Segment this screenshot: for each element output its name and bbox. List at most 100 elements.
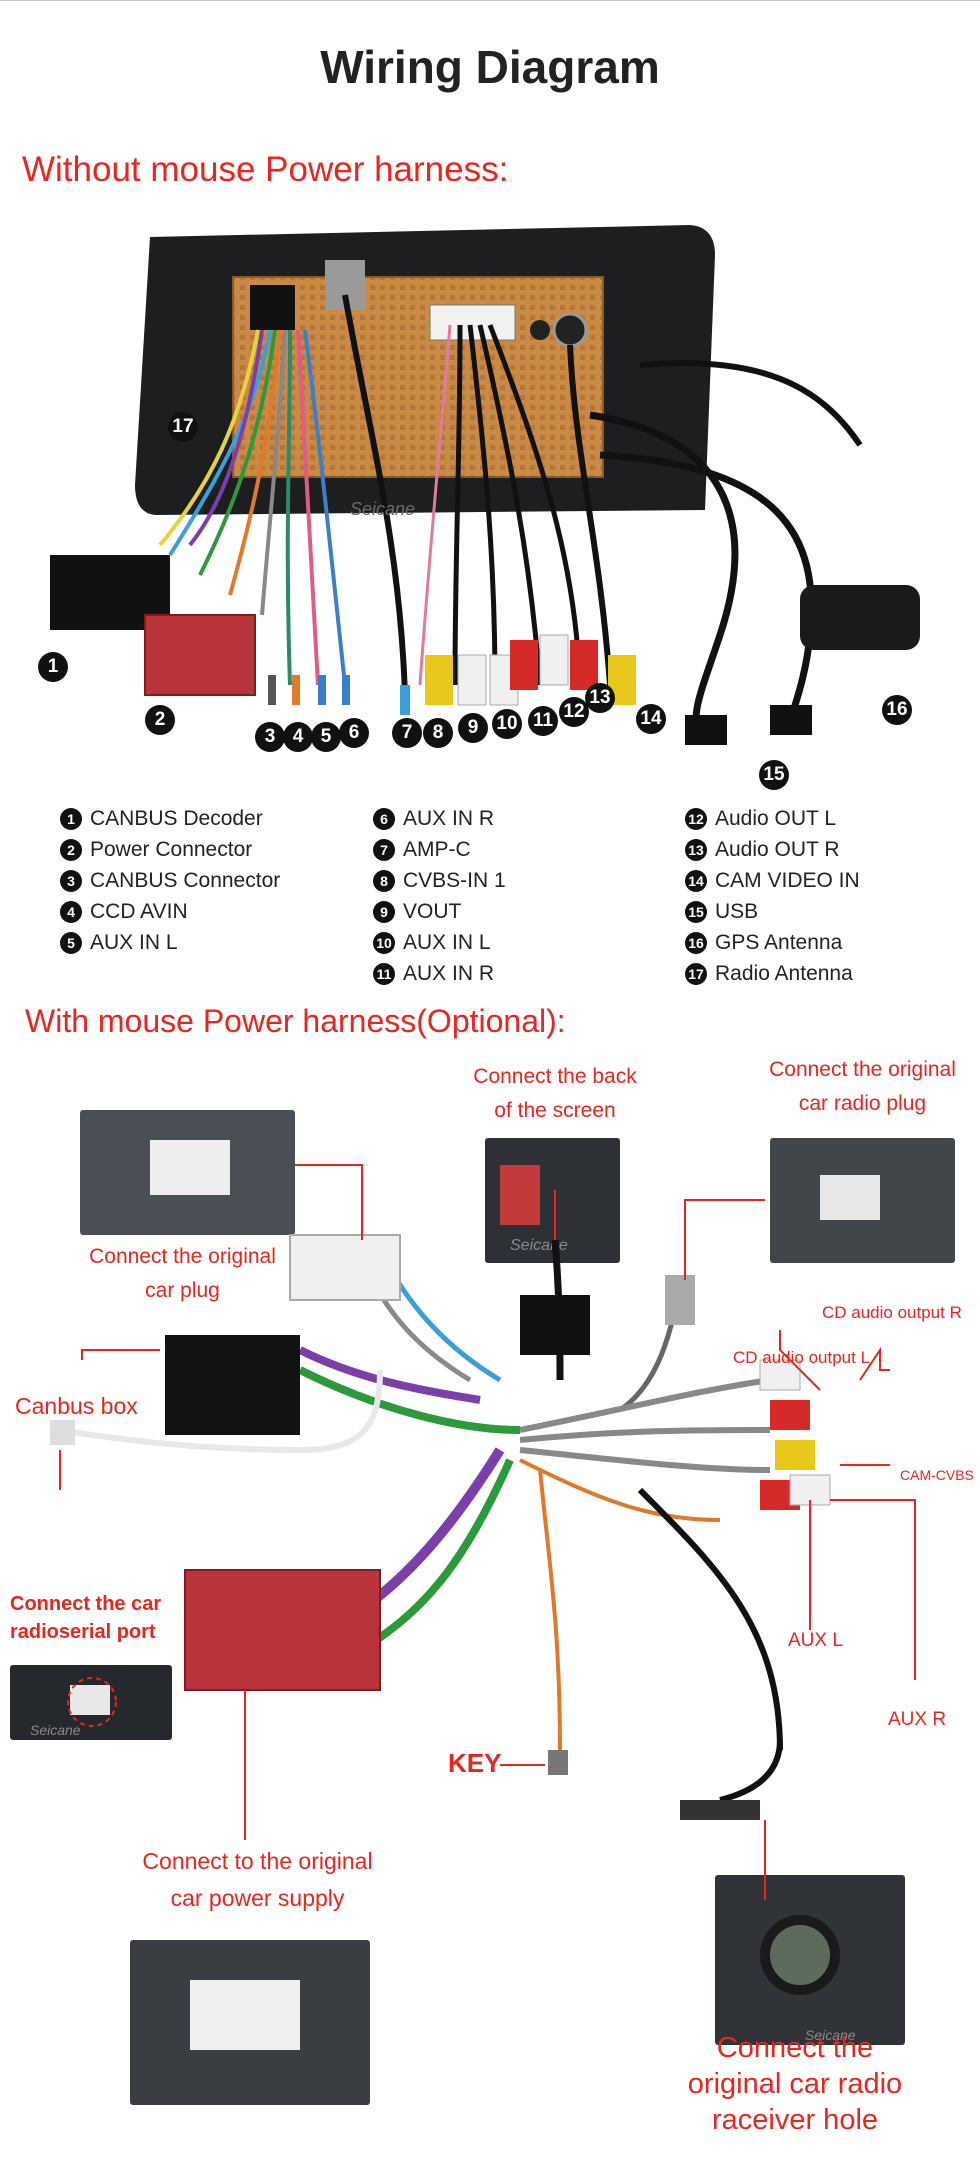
label-aux-r: AUX R [888, 1709, 947, 1730]
label-orig-car-plug: Connect the original car plug [75, 1240, 290, 1308]
marker-13: 13 [585, 683, 615, 713]
legend-label: VOUT [403, 899, 462, 923]
label-line: Connect the original [769, 1058, 956, 1081]
label-canbus-box: Canbus box [15, 1393, 138, 1419]
legend-label: Power Connector [90, 837, 253, 861]
legend-num: 7 [373, 838, 395, 861]
marker-1: 1 [38, 652, 68, 682]
label-cd-out-r: CD audio output R [822, 1303, 962, 1322]
label-orig-radio-plug: Connect the original car radio plug [755, 1053, 970, 1121]
label-radioserial: Connect the car radioserial port [10, 1590, 161, 1646]
legend-item: 3 CANBUS Connector [60, 865, 280, 896]
label-cd-out-l: CD audio output L [733, 1348, 871, 1367]
marker-17: 17 [168, 412, 198, 442]
top-divider [0, 0, 980, 1]
legend-num: 5 [60, 931, 82, 954]
legend-num: 12 [685, 807, 707, 830]
label-receiver-hole: Connect the original car radio raceiver … [670, 2030, 920, 2138]
legend-col-3: 12 Audio OUT L 13 Audio OUT R 14 CAM VIDEO … [685, 803, 860, 989]
legend-label: Radio Antenna [715, 961, 853, 985]
page-title: Wiring Diagram [320, 41, 660, 93]
label-aux-l: AUX L [788, 1630, 843, 1651]
legend-label: AUX IN L [403, 930, 491, 954]
legend-label: CANBUS Connector [90, 868, 281, 892]
legend-item: 7 AMP-C [373, 834, 506, 865]
marker-5: 5 [311, 722, 341, 752]
legend-label: CAM VIDEO IN [715, 868, 860, 892]
legend-label: USB [715, 899, 759, 923]
legend-label: AMP-C [403, 837, 471, 861]
legend-num: 17 [685, 962, 707, 985]
legend-label: GPS Antenna [715, 930, 843, 954]
marker-9: 9 [458, 713, 488, 743]
label-line: car power supply [170, 1885, 345, 1911]
label-line: Connect the car [10, 1593, 162, 1615]
legend-num: 2 [60, 838, 82, 861]
harness-photo-2: Seicane Seicane Seicane [10, 1110, 955, 2105]
marker-7: 7 [392, 718, 422, 748]
legend-num: 3 [60, 869, 82, 892]
photo-watermark: Seicane [350, 499, 415, 519]
harness-photo-1: Seicane [50, 225, 920, 745]
legend-num: 15 [685, 900, 707, 923]
legend-label: CANBUS Decoder [90, 806, 263, 830]
legend-num: 4 [60, 900, 82, 923]
label-line: Connect to the original [142, 1848, 373, 1874]
legend-label: CCD AVIN [90, 899, 188, 923]
label-line: original car radio [687, 2068, 903, 2100]
legend-label: AUX IN R [403, 961, 495, 985]
legend-item: 5 AUX IN L [60, 927, 280, 958]
legend-item: 2 Power Connector [60, 834, 280, 865]
watermark-2: Seicane [30, 1722, 81, 1738]
legend-label: Audio OUT L [715, 806, 837, 830]
marker-3: 3 [255, 722, 285, 752]
legend-item: 1 CANBUS Decoder [60, 803, 280, 834]
watermark-3: Seicane [805, 2027, 856, 2043]
label-line: Connect the original [89, 1245, 276, 1268]
legend-label: Audio OUT R [715, 837, 840, 861]
marker-2: 2 [145, 705, 175, 735]
legend-num: 6 [373, 807, 395, 830]
legend-item: 8 CVBS-IN 1 [373, 865, 506, 896]
legend-num: 9 [373, 900, 395, 923]
legend-item: 10 AUX IN L [373, 927, 506, 958]
label-line: car radio plug [798, 1092, 927, 1115]
legend-item: 14 CAM VIDEO IN [685, 865, 860, 896]
marker-8: 8 [423, 718, 453, 748]
marker-10: 10 [492, 709, 522, 739]
marker-11: 11 [528, 706, 558, 736]
legend-item: 16 GPS Antenna [685, 927, 860, 958]
legend-item: 13 Audio OUT R [685, 834, 860, 865]
marker-4: 4 [283, 722, 313, 752]
marker-16: 16 [882, 695, 912, 725]
label-line: radioserial port [10, 1621, 156, 1643]
label-line: car plug [145, 1279, 220, 1302]
section2-heading: With mouse Power harness(Optional): [25, 1003, 566, 1039]
legend-item: 12 Audio OUT L [685, 803, 860, 834]
legend-item: 9 VOUT [373, 896, 506, 927]
legend-item: 6 AUX IN R [373, 803, 506, 834]
legend-label: CVBS-IN 1 [403, 868, 506, 892]
label-key: KEY [448, 1748, 502, 1778]
label-line: Connect the back [473, 1065, 637, 1088]
label-power-supply: Connect to the original car power supply [130, 1843, 385, 1917]
marker-15: 15 [759, 760, 789, 790]
legend-num: 13 [685, 838, 707, 861]
legend-num: 16 [685, 931, 707, 954]
marker-6: 6 [339, 718, 369, 748]
label-back-screen: Connect the back of the screen [460, 1060, 650, 1128]
legend-col-1: 1 CANBUS Decoder 2 Power Connector 3 CANBUS… [60, 803, 280, 958]
legend-item: 15 USB [685, 896, 860, 927]
section1-heading: Without mouse Power harness: [22, 150, 509, 189]
legend-num: 10 [373, 931, 395, 954]
legend-num: 8 [373, 869, 395, 892]
legend-label: AUX IN R [403, 806, 495, 830]
legend-label: AUX IN L [90, 930, 178, 954]
legend-num: 1 [60, 807, 82, 830]
legend-num: 14 [685, 869, 707, 892]
legend-num: 11 [373, 962, 395, 985]
label-line: raceiver hole [711, 2104, 879, 2136]
label-line: of the screen [494, 1099, 616, 1122]
legend-item: 11 AUX IN R [373, 958, 506, 989]
